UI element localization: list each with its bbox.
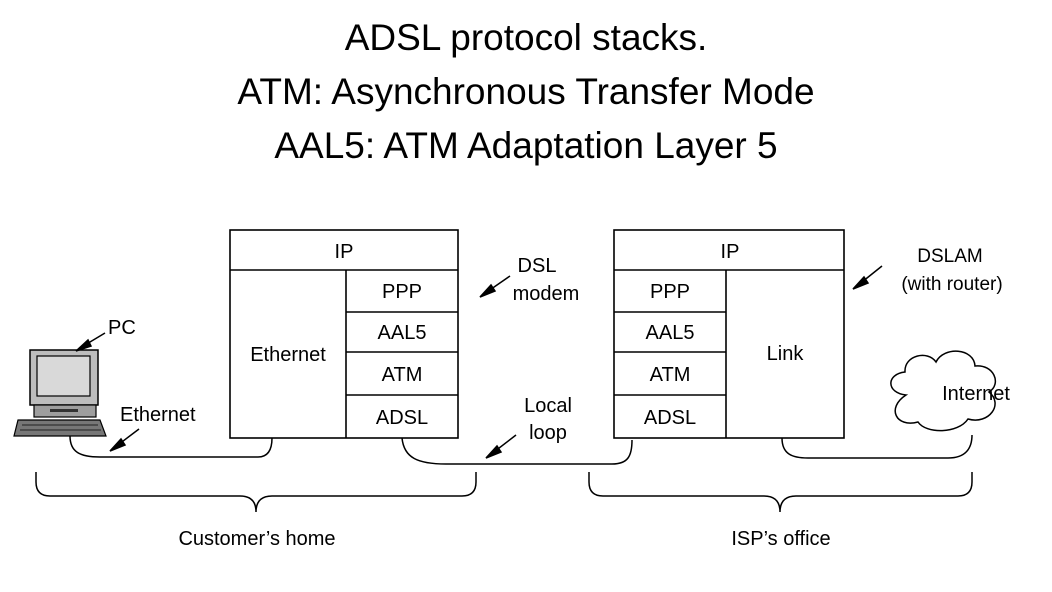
customer-stack-ppp: PPP xyxy=(382,281,422,303)
customer-stack-adsl: ADSL xyxy=(376,407,428,429)
ethernet-label: Ethernet xyxy=(120,404,196,426)
isps-office-brace xyxy=(588,472,973,513)
customer-stack-aal5: AAL5 xyxy=(378,322,427,344)
isp-stack-adsl: ADSL xyxy=(644,407,696,429)
title-line-2: ATM: Asynchronous Transfer Mode xyxy=(237,71,815,112)
dslam-label-line1: DSLAM xyxy=(917,246,982,267)
isps-office-label: ISP’s office xyxy=(731,528,830,550)
pc-label: PC xyxy=(108,317,136,339)
ethernet-cable xyxy=(69,435,273,458)
isp-stack-ip: IP xyxy=(721,241,740,263)
pointer-arrows xyxy=(75,265,883,459)
dsl-modem-label-line2: modem xyxy=(513,283,580,305)
dslam-label-line2: (with router) xyxy=(901,274,1002,295)
isp-stack-atm: ATM xyxy=(650,364,691,386)
customer-protocol-stack xyxy=(229,229,459,439)
customer-stack-outline xyxy=(229,229,459,439)
isp-stack-aal5: AAL5 xyxy=(646,322,695,344)
location-braces xyxy=(35,472,973,513)
pc-icon xyxy=(13,349,107,437)
customer-stack-ethernet: Ethernet xyxy=(250,344,326,366)
internet-cloud-icon xyxy=(890,350,997,432)
isp-internet-cable xyxy=(781,434,973,459)
local-loop-label-line1: Local xyxy=(524,395,572,417)
customers-home-brace xyxy=(35,472,477,513)
internet-label: Internet xyxy=(942,383,1010,405)
isp-protocol-stack xyxy=(613,229,845,439)
isp-stack-ppp: PPP xyxy=(650,281,690,303)
customers-home-label: Customer’s home xyxy=(178,528,335,550)
customer-stack-atm: ATM xyxy=(382,364,423,386)
title-line-1: ADSL protocol stacks. xyxy=(344,17,708,58)
local-loop-cable xyxy=(401,437,633,465)
dsl-modem-label-line1: DSL xyxy=(518,255,557,277)
title-line-3: AAL5: ATM Adaptation Layer 5 xyxy=(274,125,778,166)
isp-stack-link: Link xyxy=(767,343,805,365)
connection-lines xyxy=(69,434,973,465)
customer-stack-ip: IP xyxy=(335,241,354,263)
local-loop-label-line2: loop xyxy=(529,422,567,444)
isp-stack-outline xyxy=(613,229,845,439)
